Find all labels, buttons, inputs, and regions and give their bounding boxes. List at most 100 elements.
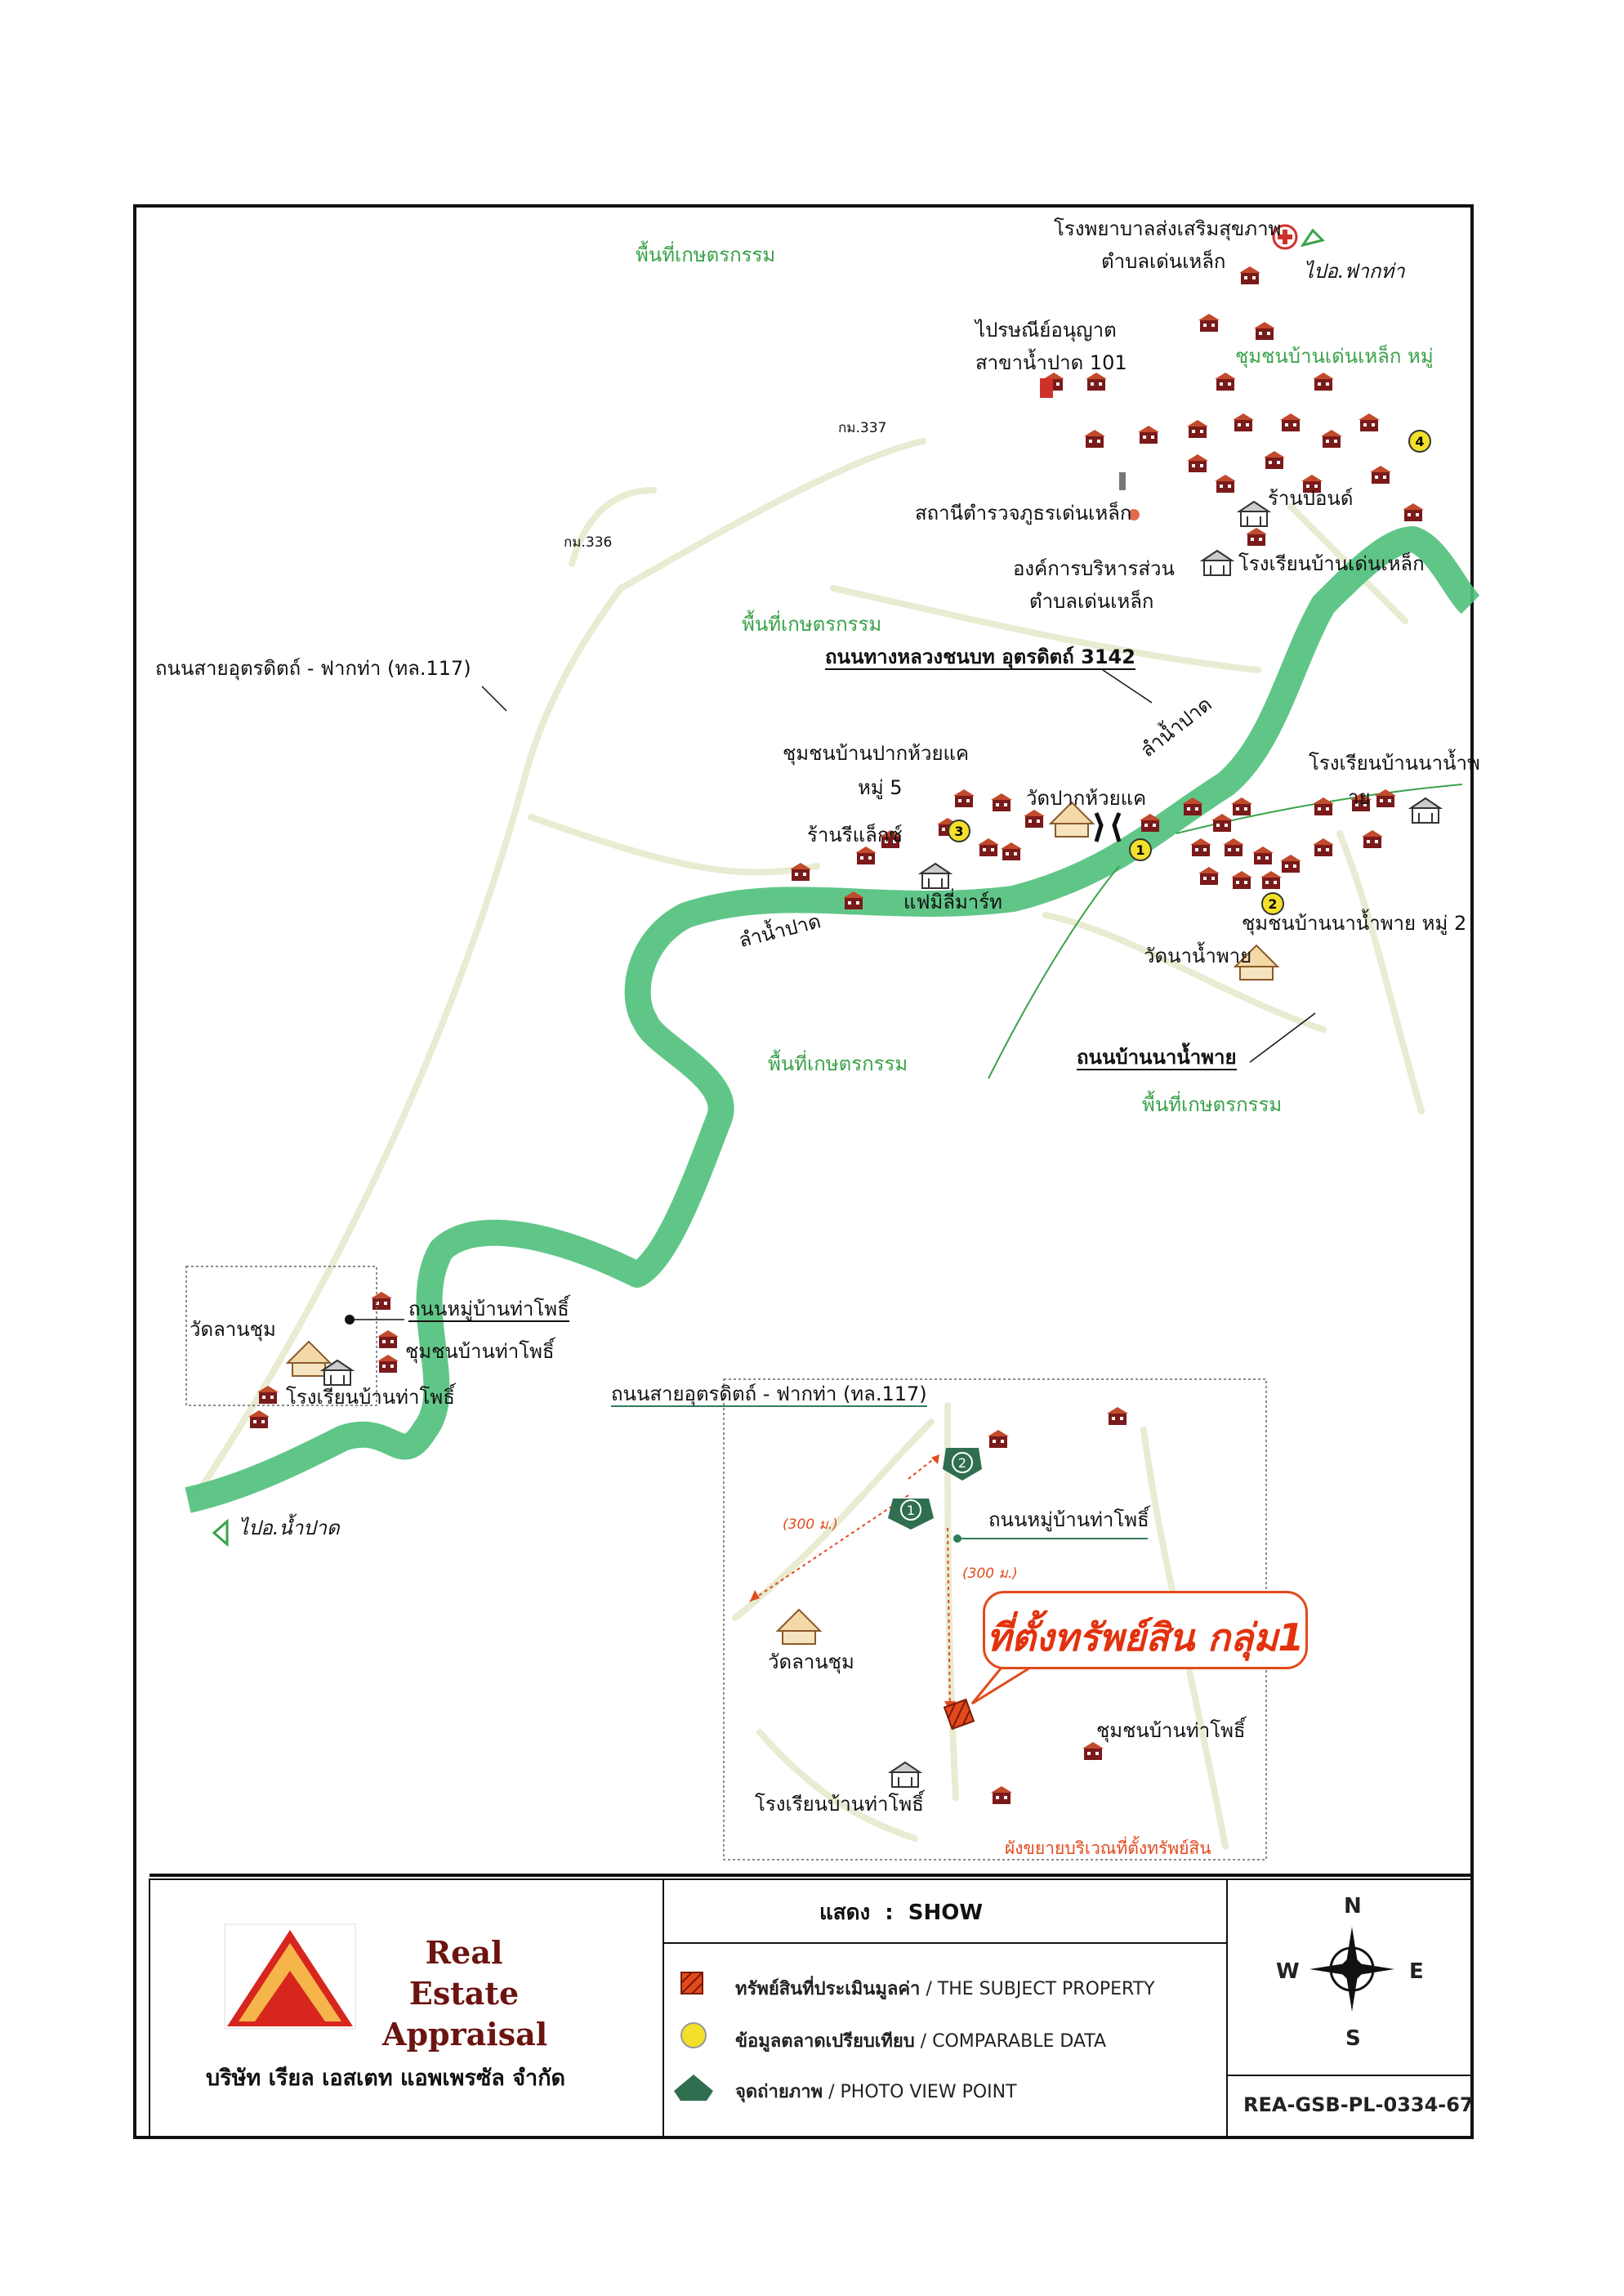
- company-name-line-3: Appraisal: [382, 2016, 548, 2053]
- callout-tail: [970, 1663, 1035, 1705]
- agri-label-2: พื้นที่เกษตรกรรม: [742, 613, 882, 636]
- school-denlek-label: โรงเรียนบ้านเด่นเหล็ก: [1238, 552, 1425, 575]
- company-name-line-2: Estate: [408, 1975, 520, 2012]
- house-icon: [1233, 413, 1254, 431]
- house-icon: [1086, 373, 1107, 391]
- legend-row-comparable: ข้อมูลตลาดเปรียบเทียบ / COMPARABLE DATA: [735, 2026, 1106, 2055]
- house-icon: [1362, 830, 1383, 848]
- comparable-marker: [1408, 430, 1431, 453]
- community-thapho-label: ชุมชนบ้านท่าโพธิ์: [405, 1340, 555, 1363]
- company-name-en: Real Estate Appraisal: [382, 1932, 548, 2055]
- inset-distance-1: (300 ม.): [783, 1517, 838, 1533]
- comparable-marker-number: 4: [1415, 434, 1424, 449]
- compass-icon: [1309, 1927, 1394, 2012]
- inset-road-117-label: ถนนสายอุตรดิตถ์ - ฟากท่า (ทล.117): [611, 1383, 927, 1407]
- house-icon: [371, 1292, 392, 1310]
- house-icon: [1370, 466, 1391, 484]
- compass-n: N: [1344, 1894, 1362, 1919]
- river-namphat: [185, 526, 1480, 1513]
- road-naphai-label: ถนนบ้านนาน้ำพาย: [1077, 1046, 1237, 1070]
- house-icon: [1231, 871, 1252, 889]
- inset-school-label: โรงเรียนบ้านท่าโพธิ์: [755, 1793, 924, 1816]
- legend-comparable-icon: [680, 2022, 707, 2048]
- agri-label-4: พื้นที่เกษตรกรรม: [1142, 1093, 1283, 1116]
- legend-subject-icon: [680, 1972, 703, 1994]
- post-office-label: ไปรษณีย์อนุญาต: [975, 319, 1117, 342]
- legend-row-photo: จุดถ่ายภาพ / PHOTO VIEW POINT: [735, 2077, 1017, 2106]
- compass-e: E: [1409, 1959, 1424, 1984]
- inset-locator-box: [185, 1266, 377, 1406]
- inset-road-point: [953, 1534, 961, 1543]
- road-117-label: ถนนสายอุตรดิตถ์ - ฟากท่า (ทล.117): [155, 657, 471, 680]
- familymart-label: แฟมิลี่มาร์ท: [903, 891, 1002, 913]
- hospital-label: โรงพยาบาลส่งเสริมสุขภาพ: [1054, 217, 1282, 240]
- callout-text: ที่ตั้งทรัพย์สิน กลุ่ม1: [986, 1615, 1305, 1659]
- inset-box: [723, 1378, 1267, 1860]
- school-thapho: [322, 1360, 353, 1386]
- inset-road-thapho-label: ถนนหมู่บ้านท่าโพธิ์: [988, 1508, 1149, 1531]
- pointer-lines: [347, 669, 1316, 1320]
- house-icon: [1187, 454, 1208, 472]
- community-denlek-label: ชุมชนบ้านเด่นเหล็ก หมู่: [1235, 345, 1434, 368]
- house-icon: [1223, 838, 1244, 856]
- house-icon: [978, 838, 999, 856]
- house-icon: [1252, 846, 1274, 864]
- police-icon: [1128, 509, 1140, 520]
- inset-distance-2: (300 ม.): [962, 1566, 1018, 1582]
- shop-familymart: [920, 863, 951, 889]
- comparable-marker-number: 1: [1135, 842, 1144, 858]
- rural-road-label: ถนนทางหลวงชนบท อุตรดิตถ์ 3142: [825, 645, 1135, 670]
- house-icon: [1321, 430, 1342, 448]
- house-icon: [377, 1330, 399, 1348]
- house-icon: [377, 1355, 399, 1373]
- inset-caption: ผังขยายบริเวณที่ตั้งทรัพย์สิน: [1005, 1838, 1211, 1858]
- legend-photo-icon: [674, 2075, 713, 2101]
- house-icon: [1187, 420, 1208, 438]
- house-icon: [953, 789, 975, 807]
- legend-subject-en: / THE SUBJECT PROPERTY: [920, 1979, 1155, 1999]
- company-name-th: บริษัท เรียล เอสเตท แอพเพรซัล จำกัด: [206, 2066, 566, 2091]
- house-icon: [1264, 451, 1285, 469]
- house-icon: [855, 846, 877, 864]
- house-icon: [1084, 430, 1105, 448]
- wat-lanchum-label: วัดลานชุม: [190, 1318, 276, 1341]
- compass-s: S: [1345, 2026, 1361, 2051]
- comparable-marker: [948, 820, 970, 842]
- road-thapho-label: ถนนหมู่บ้านท่าโพธิ์: [408, 1298, 569, 1322]
- community-pakhuai-label-2: หมู่ 5: [858, 776, 903, 799]
- community-pakhuai-label: ชุมชนบ้านปากห้วยแค: [783, 742, 970, 765]
- legend-subject-th: ทรัพย์สินที่ประเมินมูลค่า: [735, 1979, 921, 1999]
- direction-arrows: [212, 228, 1325, 1548]
- company-name-line-1: Real: [425, 1934, 503, 1971]
- subject-property-callout: ที่ตั้งทรัพย์สิน กลุ่ม1: [983, 1591, 1308, 1669]
- house-icon: [1359, 413, 1380, 431]
- school-denlek: [1202, 550, 1233, 576]
- house-icon: [1211, 814, 1233, 832]
- inset-school: [890, 1762, 921, 1788]
- school-thapho-label: โรงเรียนบ้านท่าโพธิ์: [286, 1386, 455, 1409]
- legend-photo-th: จุดถ่ายภาพ: [735, 2082, 823, 2102]
- police-label: สถานีตำรวจภูธรเด่นเหล็ก: [915, 502, 1132, 525]
- hospital-icon: [1272, 224, 1298, 250]
- house-icon: [1313, 797, 1334, 815]
- comparable-marker-number: 3: [954, 824, 963, 839]
- house-icon: [1082, 1742, 1104, 1760]
- house-icon: [1138, 426, 1159, 444]
- house-icon: [1024, 810, 1045, 828]
- hospital-label-2: ตำบลเด่นเหล็ก: [1101, 250, 1226, 273]
- to-fakatha-label: ไปอ.ฟากท่า: [1304, 260, 1405, 283]
- house-icon: [1215, 373, 1236, 391]
- house-icon: [1215, 475, 1236, 493]
- house-icon: [1403, 503, 1424, 521]
- wat-pakhuai-label: วัดปากห้วยแค: [1026, 787, 1147, 810]
- house-icon: [1260, 871, 1282, 889]
- shop-relax-label: ร้านรีแล็กซ์: [807, 824, 903, 846]
- house-icon: [1001, 842, 1022, 860]
- house-icon: [1231, 797, 1252, 815]
- photo-point-1-num: 1: [907, 1503, 915, 1518]
- house-icon: [1198, 314, 1220, 332]
- comparable-marker-number: 2: [1268, 896, 1277, 912]
- km337-label: กม.337: [838, 420, 887, 436]
- house-icon: [1280, 855, 1301, 873]
